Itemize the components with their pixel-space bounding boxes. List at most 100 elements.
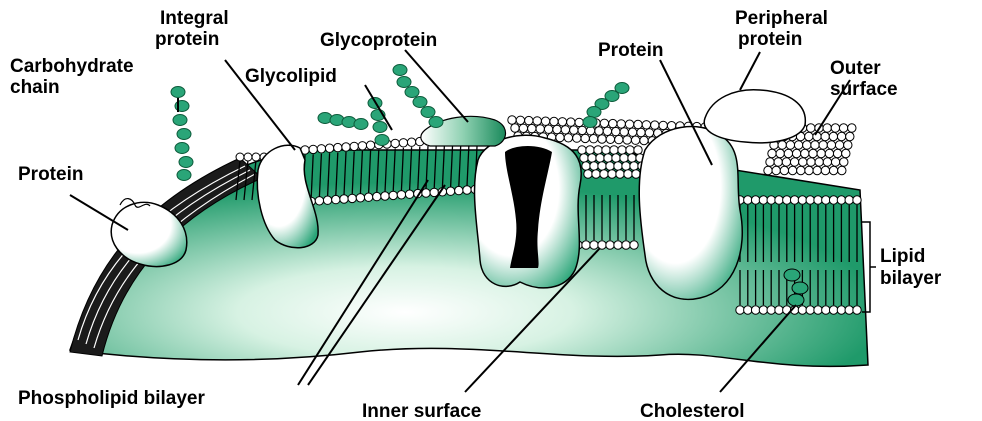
lipid-head (821, 132, 829, 140)
lipid-head (780, 166, 788, 174)
lipid-head (600, 119, 608, 127)
lipid-head (845, 306, 853, 314)
lipid-head (332, 195, 340, 203)
lipid-head (628, 128, 636, 136)
carbohydrate-bead (429, 117, 443, 128)
lipid-head (598, 135, 606, 143)
lipid-head (827, 141, 835, 149)
lipid-head (381, 192, 389, 200)
lipid-head (581, 134, 589, 142)
label-peripheral-protein: Peripheral protein (735, 8, 833, 50)
lipid-head (528, 124, 536, 132)
lipid-head (628, 154, 636, 162)
lipid-head (840, 158, 848, 166)
label-inner-surface: Inner surface (362, 401, 481, 421)
lipid-head (541, 117, 549, 125)
lipid-head (582, 162, 590, 170)
lipid-head (573, 134, 581, 142)
lipid-head (323, 196, 331, 204)
lipid-head (792, 149, 800, 157)
lipid-head (807, 158, 815, 166)
carbohydrate-bead (171, 87, 185, 98)
lipid-head (511, 124, 519, 132)
lipid-head (822, 196, 830, 204)
lipid-head (774, 158, 782, 166)
lipid-head (608, 170, 616, 178)
lipid-head (626, 146, 634, 154)
label-phospholipid-bilayer: Phospholipid bilayer (18, 388, 205, 409)
lipid-head (631, 136, 639, 144)
lipid-head (397, 191, 405, 199)
lipid-head (776, 149, 784, 157)
lipid-head (589, 135, 597, 143)
lipid-head (558, 118, 566, 126)
lipid-head (767, 196, 775, 204)
lipid-head (533, 117, 541, 125)
lipid-head (744, 196, 752, 204)
lipid-head (807, 124, 815, 132)
lipid-head (835, 141, 843, 149)
lipid-head (632, 170, 640, 178)
lipid-head (778, 141, 786, 149)
lipid-head (790, 196, 798, 204)
lipid-head (620, 154, 628, 162)
carbohydrate-bead (177, 129, 191, 140)
lipid-head (617, 120, 625, 128)
lipid-head (799, 158, 807, 166)
lipid-head (815, 158, 823, 166)
lipid-head (630, 241, 638, 249)
lipid-head (570, 126, 578, 134)
lipid-head (839, 124, 847, 132)
lipid-head (455, 186, 463, 194)
label-cholesterol: Cholesterol (640, 401, 745, 421)
lipid-head (637, 128, 645, 136)
lipid-head (811, 141, 819, 149)
lipid-head (594, 146, 602, 154)
lipid-head (805, 166, 813, 174)
label-protein-left: Protein (18, 164, 83, 185)
lipid-head (801, 149, 809, 157)
lipid-head (736, 306, 744, 314)
carbohydrate-bead (587, 107, 601, 118)
lipid-head (853, 196, 861, 204)
lipid-head (516, 116, 524, 124)
lipid-head (814, 196, 822, 204)
lipid-head (366, 141, 374, 149)
lipid-head (578, 126, 586, 134)
lipid-head (422, 189, 430, 197)
lipid-head (590, 241, 598, 249)
lipid-head (588, 154, 596, 162)
carbohydrate-bead (375, 135, 389, 146)
lipid-head (805, 132, 813, 140)
lipid-head (813, 166, 821, 174)
lipid-head (618, 146, 626, 154)
lipid-head (578, 146, 586, 154)
lipid-head (463, 186, 471, 194)
lipid-head (561, 126, 569, 134)
lipid-head (790, 158, 798, 166)
lipid-head (582, 241, 590, 249)
lipid-head (586, 146, 594, 154)
lipid-head (794, 141, 802, 149)
lipid-head (602, 146, 610, 154)
lipid-head (829, 306, 837, 314)
lipid-head (364, 193, 372, 201)
lipid-head (642, 121, 650, 129)
lipid-head (556, 133, 564, 141)
lipid-head (590, 162, 598, 170)
lipid-head (604, 154, 612, 162)
lipid-head (766, 158, 774, 166)
lipid-head (603, 127, 611, 135)
lipid-head (759, 196, 767, 204)
lipid-head (846, 132, 854, 140)
lipid-head (651, 121, 659, 129)
lipid-head (831, 158, 839, 166)
lipid-head (624, 170, 632, 178)
lipid-head (819, 141, 827, 149)
lipid-head (772, 166, 780, 174)
lipid-head (817, 149, 825, 157)
lipid-head (609, 119, 617, 127)
lipid-head (358, 142, 366, 150)
lipid-head (575, 118, 583, 126)
